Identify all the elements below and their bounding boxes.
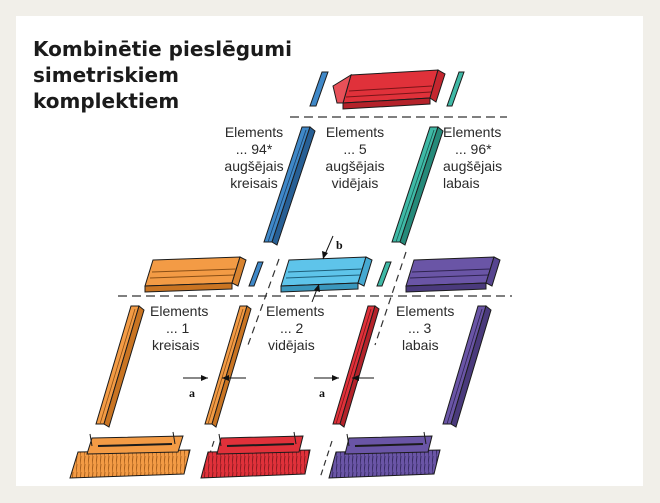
title-line-3: komplektiem <box>33 89 180 113</box>
element-1-left <box>204 305 252 428</box>
label-96-line-1: Elements <box>443 124 502 140</box>
dimension-a-left-label: a <box>189 386 195 400</box>
dimension-a-left: a <box>183 375 246 400</box>
dimension-a-middle: a <box>314 375 374 400</box>
label-3-line-3: labais <box>402 337 439 353</box>
label-1-line-1: Elements <box>150 303 209 319</box>
element-3-right <box>442 305 492 428</box>
bottom-orange-apron <box>69 431 191 479</box>
label-1-line-3: kreisais <box>152 337 200 353</box>
element-96-top-right <box>391 126 444 246</box>
top-small-blue-strip <box>309 71 329 107</box>
label-96-line-3: augšējais <box>443 158 503 174</box>
label-5-line-1: Elements <box>325 124 385 140</box>
label-element-2: Elements ... 2 vidējais <box>266 303 338 354</box>
element-orange-left-long <box>95 305 145 428</box>
label-1-line-2: ... 1 <box>166 320 190 336</box>
label-2-line-1: Elements <box>266 303 325 319</box>
dimension-b: b <box>311 235 343 303</box>
label-2-line-3: vidējais <box>268 337 315 353</box>
middle-small-teal-strip <box>376 261 392 287</box>
label-2-line-2: ... 2 <box>280 320 304 336</box>
label-94-line-2: ... 94* <box>235 141 273 157</box>
label-element-3: Elements ... 3 labais <box>396 303 468 354</box>
label-5-line-4: vidējais <box>331 175 379 191</box>
diagram-card <box>16 16 643 486</box>
label-element-96: Elements ... 96* augšējais labais <box>443 124 523 192</box>
label-94-line-1: Elements <box>224 124 284 140</box>
middle-small-blue-strip <box>248 261 264 287</box>
top-small-teal-strip <box>446 71 465 107</box>
bottom-purple-apron <box>328 431 441 479</box>
label-94-line-3: augšējais <box>224 158 284 174</box>
label-96-line-2: ... 96* <box>455 141 492 157</box>
label-5-line-2: ... 5 <box>343 141 367 157</box>
title-line-1: Kombinētie pieslēgumi <box>33 37 292 61</box>
element-cyan-middle-piece <box>280 256 373 293</box>
label-element-94: Elements ... 94* augšējais kreisais <box>214 124 294 192</box>
dimension-b-label: b <box>336 238 343 252</box>
label-5-line-3: augšējais <box>325 158 385 174</box>
element-2-middle <box>332 305 380 428</box>
dimension-a-middle-label: a <box>319 386 325 400</box>
dashed-diagonal-2 <box>374 251 407 346</box>
page-title: Kombinētie pieslēgumi simetriskiem kompl… <box>33 36 292 114</box>
dashed-diagonal-4 <box>319 440 333 479</box>
element-5-top-flashing <box>332 69 446 110</box>
label-3-line-2: ... 3 <box>408 320 432 336</box>
label-94-line-4: kreisais <box>230 175 278 191</box>
label-3-line-1: Elements <box>396 303 455 319</box>
element-94-top-left <box>263 126 316 246</box>
element-purple-top-piece <box>405 256 501 293</box>
label-96-line-4: labais <box>443 175 480 191</box>
bottom-red-apron <box>200 431 311 479</box>
label-element-5: Elements ... 5 augšējais vidējais <box>317 124 393 192</box>
dashed-diagonal-1 <box>247 258 280 346</box>
element-orange-top-piece <box>144 256 247 293</box>
label-element-1: Elements ... 1 kreisais <box>150 303 222 354</box>
title-line-2: simetriskiem <box>33 63 179 87</box>
